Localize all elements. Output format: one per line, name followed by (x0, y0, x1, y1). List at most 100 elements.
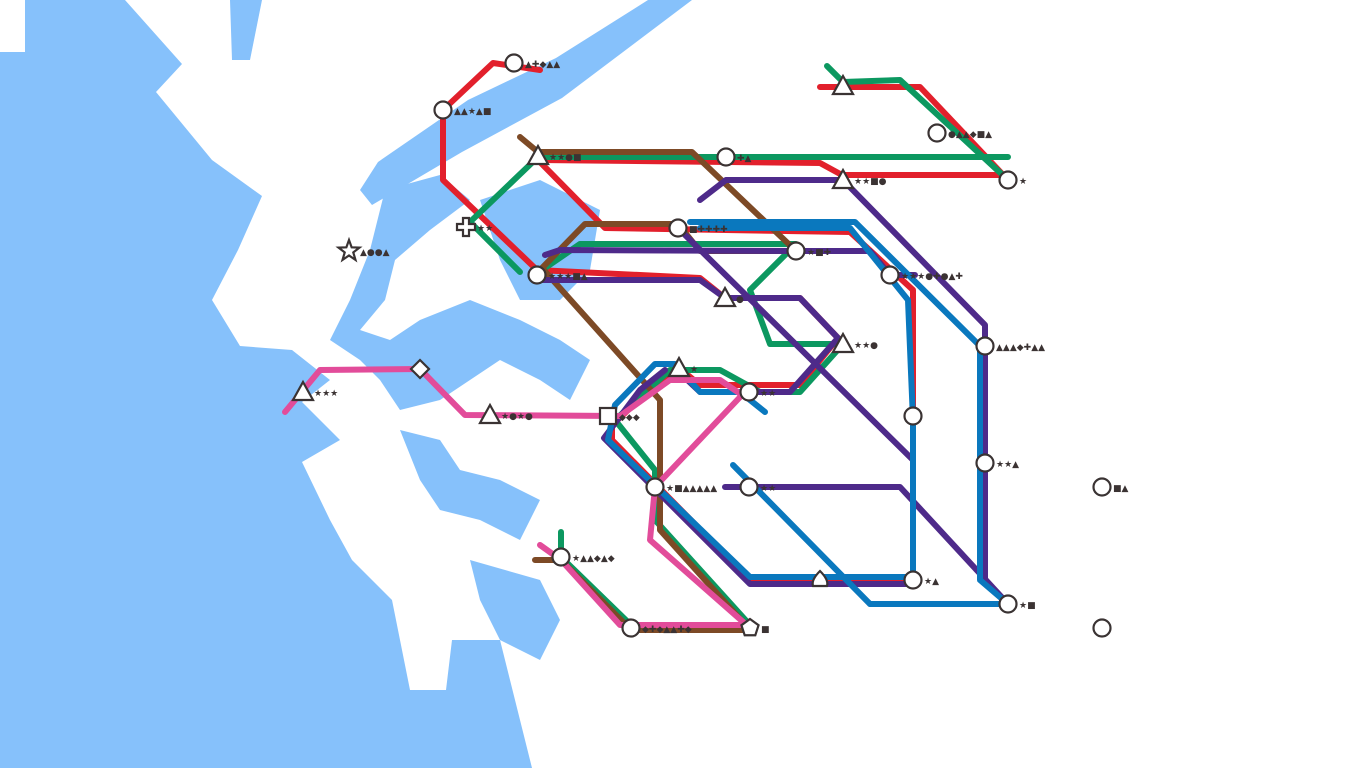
stations-layer[interactable]: ▲✚◆▲▲▲▲★▲■●▲▲◆■▲★★★●■✚▲★★■●★★■✚✚✚✚★■✚▲●●… (291, 53, 1129, 638)
station-triangle[interactable]: ● (713, 285, 744, 308)
triangle-station-icon (478, 402, 502, 425)
station-triangle[interactable] (831, 73, 855, 96)
pentagon-station-icon (740, 617, 760, 637)
circle-station-icon (668, 218, 688, 238)
circle-station-icon (786, 241, 806, 261)
station-circle[interactable]: ▲▲★▲■ (433, 100, 492, 120)
station-triangle[interactable]: ★●★● (478, 402, 533, 425)
star-station-icon (335, 236, 363, 263)
circle-station-icon (433, 100, 453, 120)
station-circle[interactable]: ●▲▲◆■▲ (927, 123, 993, 143)
circle-station-icon (504, 53, 524, 73)
station-circle[interactable]: ★■▲▲▲▲▲ (645, 477, 718, 497)
station-triangle[interactable]: ★ (667, 355, 698, 378)
water-layer (0, 0, 692, 768)
passenger-queue: ▲✚◆▲▲ (525, 60, 560, 70)
station-circle[interactable]: ■▲ (1092, 477, 1129, 497)
station-triangle[interactable]: ★★● (831, 331, 878, 354)
metro-line-purple[interactable] (722, 484, 1011, 607)
circle-station-icon (975, 336, 995, 356)
triangle-station-icon (291, 379, 315, 402)
station-circle[interactable]: ★★ (739, 477, 777, 497)
water-area (400, 430, 540, 540)
triangle-station-icon (667, 355, 691, 378)
passenger-queue: ★ (690, 365, 698, 375)
station-circle[interactable]: ★★▲ (975, 453, 1020, 473)
passenger-queue: ▲●●▲ (360, 248, 390, 258)
station-circle[interactable]: ▲✚◆▲▲ (504, 53, 561, 73)
passenger-queue: ◆◆◆ (619, 413, 640, 423)
metro-line-brown[interactable] (517, 134, 799, 633)
station-circle[interactable] (903, 406, 923, 426)
station-circle[interactable]: ★★★●✚●▲✚ (880, 265, 964, 285)
station-circle[interactable]: ■✚✚✚✚ (668, 218, 729, 238)
station-circle[interactable] (1092, 618, 1112, 638)
passenger-queue: ★★★ (314, 389, 338, 399)
passenger-queue: ★▲▲◆▲◆ (572, 554, 615, 564)
station-circle[interactable]: ★★★■▲ (527, 265, 588, 285)
triangle-station-icon (713, 285, 737, 308)
circle-station-icon (903, 406, 923, 426)
triangle-station-icon (831, 331, 855, 354)
passenger-queue: ■ (761, 625, 770, 635)
station-circle[interactable]: ★★ (739, 382, 777, 402)
metro-line-green[interactable] (824, 63, 1011, 183)
triangle-station-icon (526, 143, 550, 166)
station-circle[interactable]: ★■✚ (786, 241, 832, 261)
station-circle[interactable]: ★■ (998, 594, 1036, 614)
triangle-station-icon (831, 73, 855, 96)
passenger-queue: ★★■● (854, 177, 887, 187)
circle-station-icon (975, 453, 995, 473)
passenger-queue: ◆✚◆▲▲✚◆ (642, 625, 692, 635)
passenger-queue: ★■ (1019, 601, 1036, 611)
station-circle[interactable]: ✚▲ (716, 147, 752, 167)
passenger-queue: ● (736, 295, 744, 305)
circle-station-icon (527, 265, 547, 285)
leaf-station-icon (811, 569, 829, 588)
station-star[interactable]: ▲●●▲ (335, 236, 390, 263)
water-area (330, 175, 590, 410)
circle-station-icon (998, 170, 1018, 190)
circle-station-icon (621, 618, 641, 638)
station-leaf[interactable] (811, 569, 829, 588)
passenger-queue: ★★●■ (549, 153, 582, 163)
passenger-queue: ★■✚ (807, 248, 832, 258)
diamond-station-icon (409, 358, 431, 380)
station-square[interactable]: ◆◆◆ (598, 406, 640, 426)
passenger-queue: ★★★●✚●▲✚ (901, 272, 963, 282)
passenger-queue: ★★★■▲ (548, 272, 588, 282)
passenger-queue: ★●★● (501, 412, 533, 422)
passenger-queue: ■▲ (1113, 484, 1129, 494)
passenger-queue: ★★ (760, 389, 776, 399)
station-diamond[interactable] (409, 358, 431, 380)
metro-line-green[interactable] (467, 154, 1011, 275)
station-circle[interactable]: ◆✚◆▲▲✚◆ (621, 618, 692, 638)
circle-station-icon (1092, 618, 1112, 638)
station-pentagon[interactable]: ■ (740, 617, 770, 637)
passenger-queue: ■✚✚✚✚ (689, 225, 728, 235)
circle-station-icon (716, 147, 736, 167)
water-area (230, 0, 262, 60)
metro-line-pink[interactable] (282, 366, 753, 631)
station-triangle[interactable]: ★★●■ (526, 143, 582, 166)
passenger-queue: ●▲▲◆■▲ (948, 130, 992, 140)
station-circle[interactable]: ★▲▲◆▲◆ (551, 547, 615, 567)
station-circle[interactable]: ★▲ (903, 570, 940, 590)
square-station-icon (598, 406, 618, 426)
water-area (360, 0, 692, 205)
circle-station-icon (903, 570, 923, 590)
station-circle[interactable]: ▲▲▲◆✚▲▲ (975, 336, 1046, 356)
circle-station-icon (645, 477, 665, 497)
station-triangle[interactable]: ★★★ (291, 379, 338, 402)
metro-lines-layer[interactable] (282, 60, 1011, 633)
station-circle[interactable]: ★ (998, 170, 1028, 190)
station-triangle[interactable]: ★★■● (831, 167, 887, 190)
metro-line-pink[interactable] (537, 542, 743, 628)
circle-station-icon (998, 594, 1018, 614)
metro-line-red[interactable] (535, 157, 1011, 178)
metro-line-blue[interactable] (605, 225, 916, 580)
station-cross[interactable]: ★★ (455, 216, 493, 238)
passenger-queue: ▲▲★▲■ (454, 107, 491, 117)
